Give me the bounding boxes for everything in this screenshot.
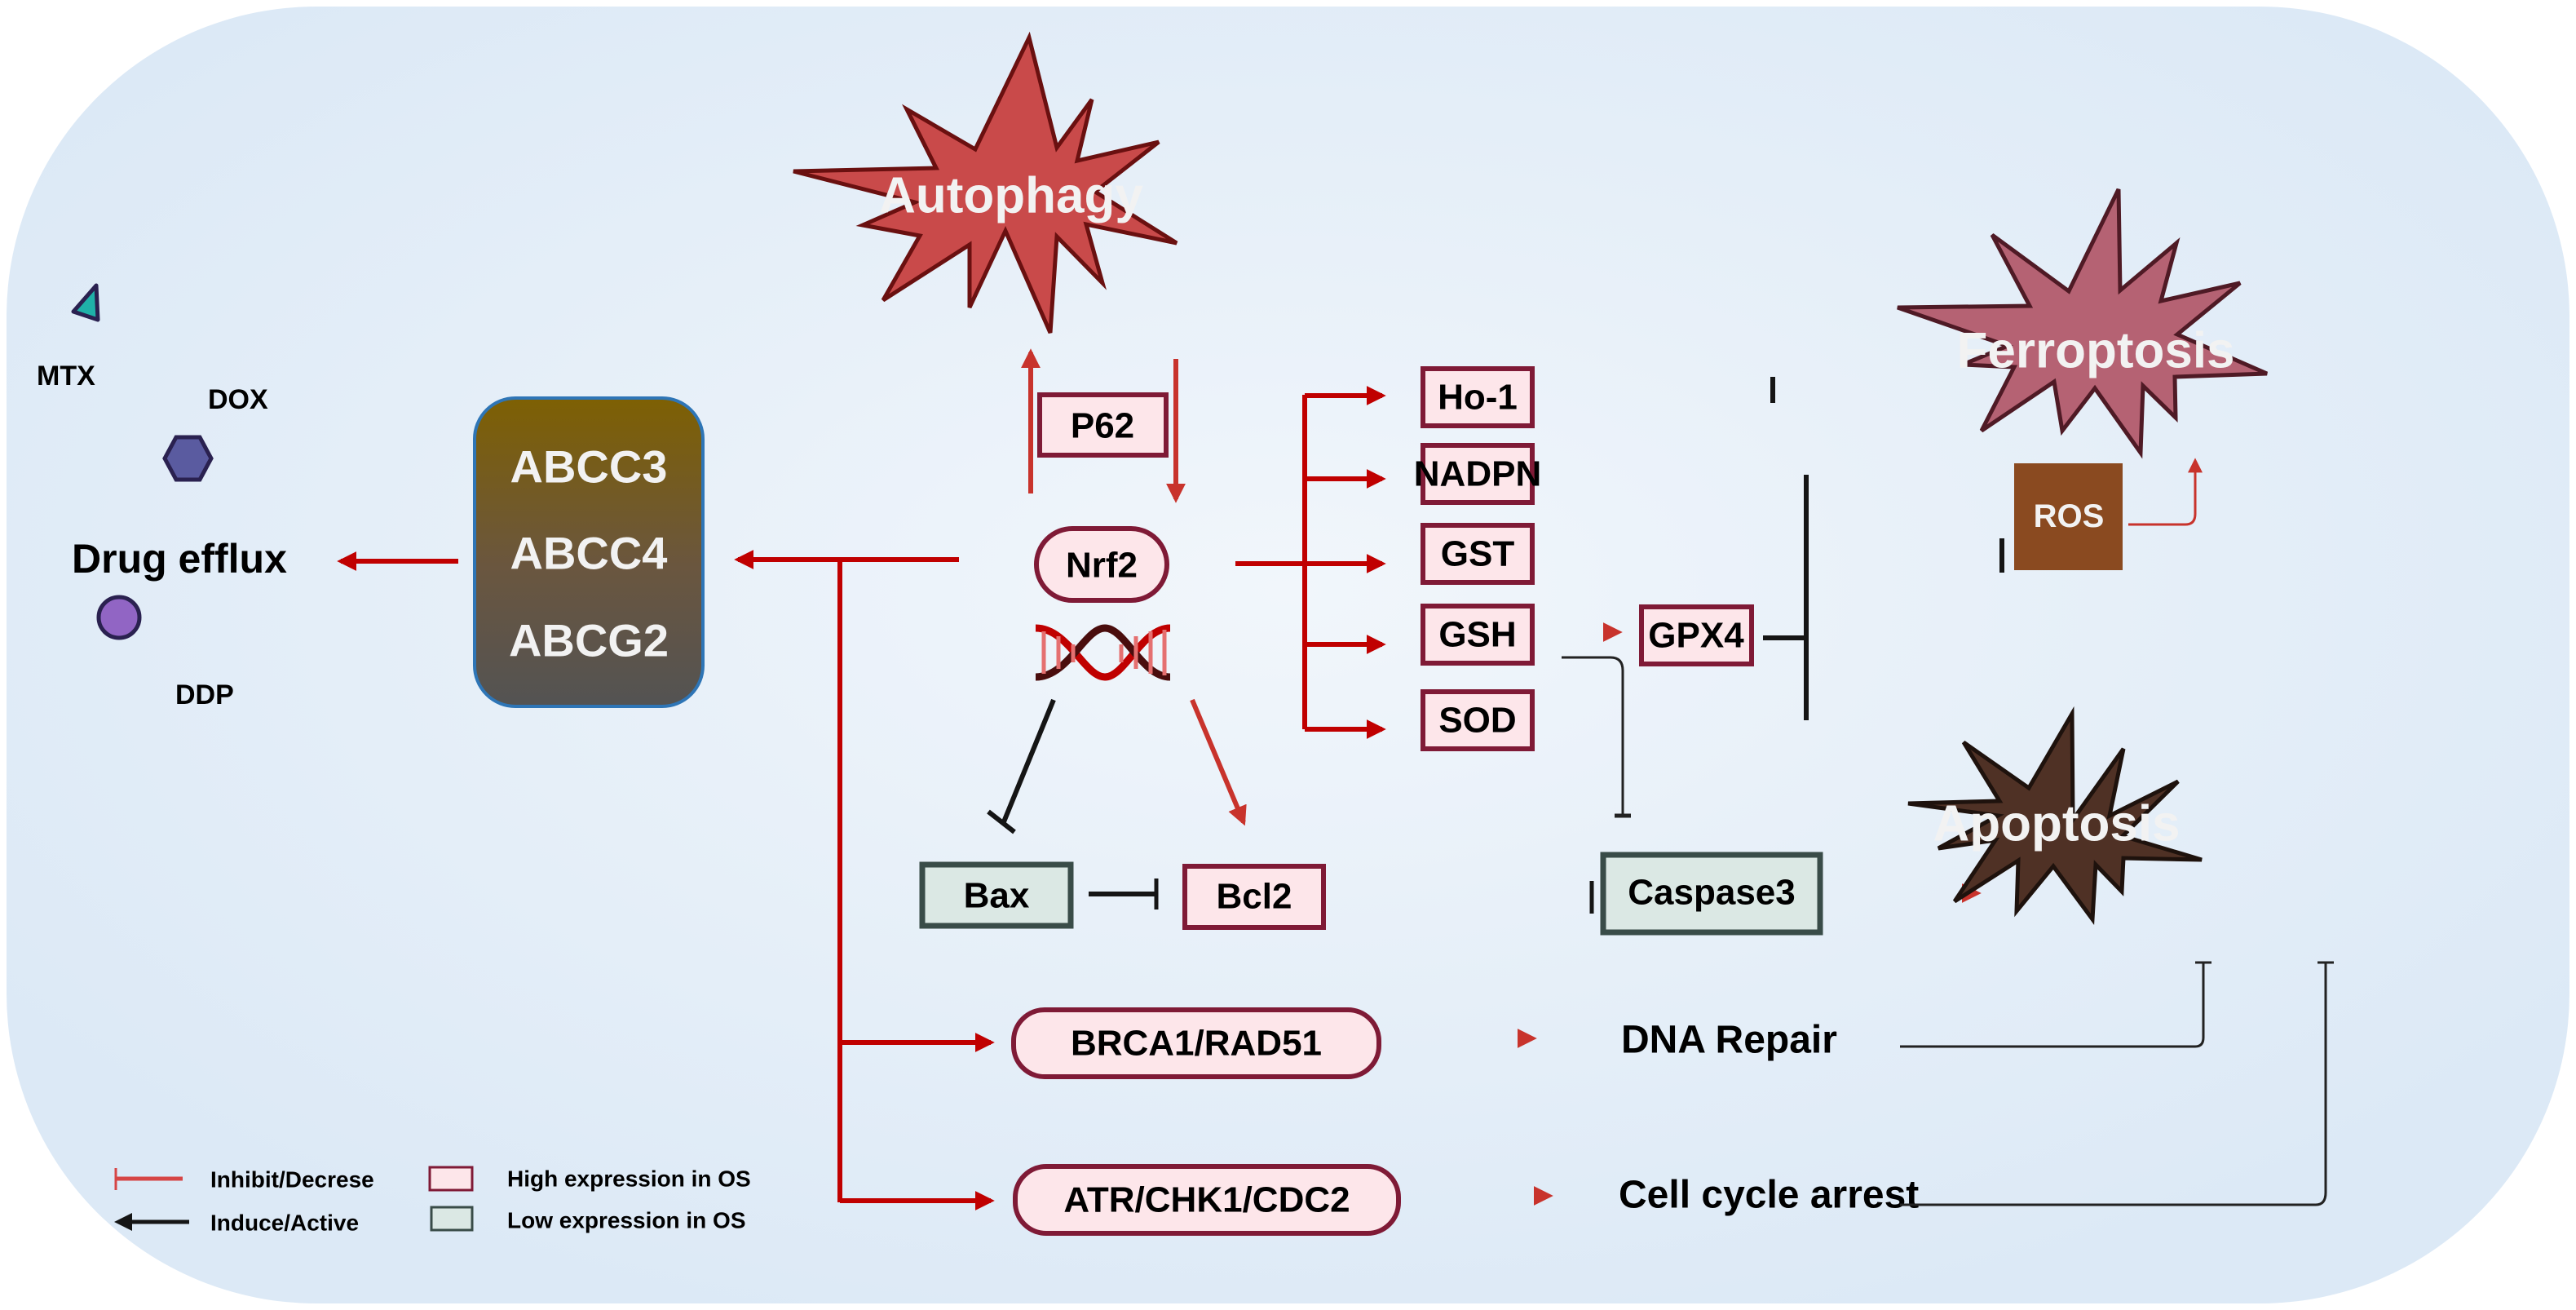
drug-mtx: MTX xyxy=(37,283,100,392)
drug-ddp: DDP xyxy=(96,595,234,710)
gsh-inhibit-caspase3 xyxy=(1562,656,1624,816)
legend-inhibit-label: Inhibit/Decrese xyxy=(210,1167,374,1193)
drug-label-ddp: DDP xyxy=(175,679,234,710)
transporter-abcc4: ABCC4 xyxy=(510,528,668,579)
cell-cycle-arrest-label: Cell cycle arrest xyxy=(1619,1174,1919,1217)
brca1-rad51-node: BRCA1/RAD51 xyxy=(1011,1007,1381,1079)
antioxidant-sod: SOD xyxy=(1421,689,1535,751)
legend-low-label: Low expression in OS xyxy=(507,1208,746,1233)
antioxidant-nadpn: NADPN xyxy=(1414,443,1541,505)
p62-label: P62 xyxy=(1071,406,1134,446)
ferroptosis-burst: Ferroptosis xyxy=(1897,188,2268,459)
nadpn-label: NADPN xyxy=(1414,454,1541,494)
brca1-rad51-label: BRCA1/RAD51 xyxy=(1071,1024,1322,1064)
legend-induce: Induce/Active xyxy=(114,1210,359,1236)
ros-node: ROS xyxy=(2014,463,2123,570)
gst-label: GST xyxy=(1441,534,1515,574)
dna-icon xyxy=(1035,624,1171,681)
autophagy-burst: Autophagy xyxy=(793,31,1178,334)
legend: Inhibit/Decrese Induce/Active High expre… xyxy=(114,1166,751,1236)
antioxidant-gst: GST xyxy=(1421,523,1535,585)
ferroptosis-label: Ferroptosis xyxy=(1956,323,2234,379)
nrf2-node: Nrf2 xyxy=(1034,526,1169,603)
legend-high-label: High expression in OS xyxy=(507,1166,751,1192)
dna-repair-label: DNA Repair xyxy=(1621,1019,1837,1062)
gsh-label: GSH xyxy=(1438,615,1516,655)
antioxidant-ho1: Ho-1 xyxy=(1421,366,1535,428)
bax-label: Bax xyxy=(964,876,1030,916)
legend-low: Low expression in OS xyxy=(430,1206,746,1233)
dna-to-bcl2-arrow xyxy=(1190,698,1247,826)
hexagon-icon xyxy=(162,435,214,482)
triangle-icon xyxy=(71,283,100,322)
legend-high: High expression in OS xyxy=(428,1166,751,1192)
ho1-label: Ho-1 xyxy=(1438,378,1518,418)
antioxidant-gsh: GSH xyxy=(1421,604,1535,666)
bax-node: Bax xyxy=(919,861,1074,929)
autophagy-label: Autophagy xyxy=(879,168,1143,224)
bcl2-label: Bcl2 xyxy=(1217,877,1292,917)
legend-induce-label: Induce/Active xyxy=(210,1210,359,1236)
caspase3-label: Caspase3 xyxy=(1628,873,1795,913)
gpx4-node: GPX4 xyxy=(1639,604,1754,666)
ros-label: ROS xyxy=(2034,498,2105,534)
nrf2-label: Nrf2 xyxy=(1066,546,1138,586)
cell-cycle-inhibit-apoptosis xyxy=(1900,963,2327,1206)
apoptosis-burst: Apoptosis xyxy=(1907,706,2203,926)
drug-dox: DOX xyxy=(162,384,268,482)
abc-transporters-box: ABCC3 ABCC4 ABCG2 xyxy=(473,396,705,708)
atr-chk1-cdc2-node: ATR/CHK1/CDC2 xyxy=(1013,1164,1401,1236)
drug-efflux-label: Drug efflux xyxy=(72,536,287,582)
legend-inhibit: Inhibit/Decrese xyxy=(114,1167,374,1193)
transporter-abcc3: ABCC3 xyxy=(510,441,668,493)
p62-node: P62 xyxy=(1037,392,1169,458)
ros-to-ferroptosis-arrow xyxy=(2128,458,2203,526)
caspase3-node: Caspase3 xyxy=(1600,852,1823,936)
gpx4-label: GPX4 xyxy=(1648,616,1744,656)
inhibit-bar xyxy=(987,809,1016,834)
atr-chk1-cdc2-label: ATR/CHK1/CDC2 xyxy=(1063,1180,1350,1220)
transporter-abcg2: ABCG2 xyxy=(509,615,669,666)
sod-label: SOD xyxy=(1438,701,1516,741)
circle-icon xyxy=(96,595,142,640)
background-panel xyxy=(7,7,2569,1303)
apoptosis-label: Apoptosis xyxy=(1933,796,2180,852)
dna-repair-inhibit-apoptosis xyxy=(1900,963,2205,1048)
dna-inhibit-bax xyxy=(1001,698,1056,825)
drug-label-mtx: MTX xyxy=(37,361,95,392)
bcl2-node: Bcl2 xyxy=(1182,864,1326,930)
drug-label-dox: DOX xyxy=(208,384,268,415)
